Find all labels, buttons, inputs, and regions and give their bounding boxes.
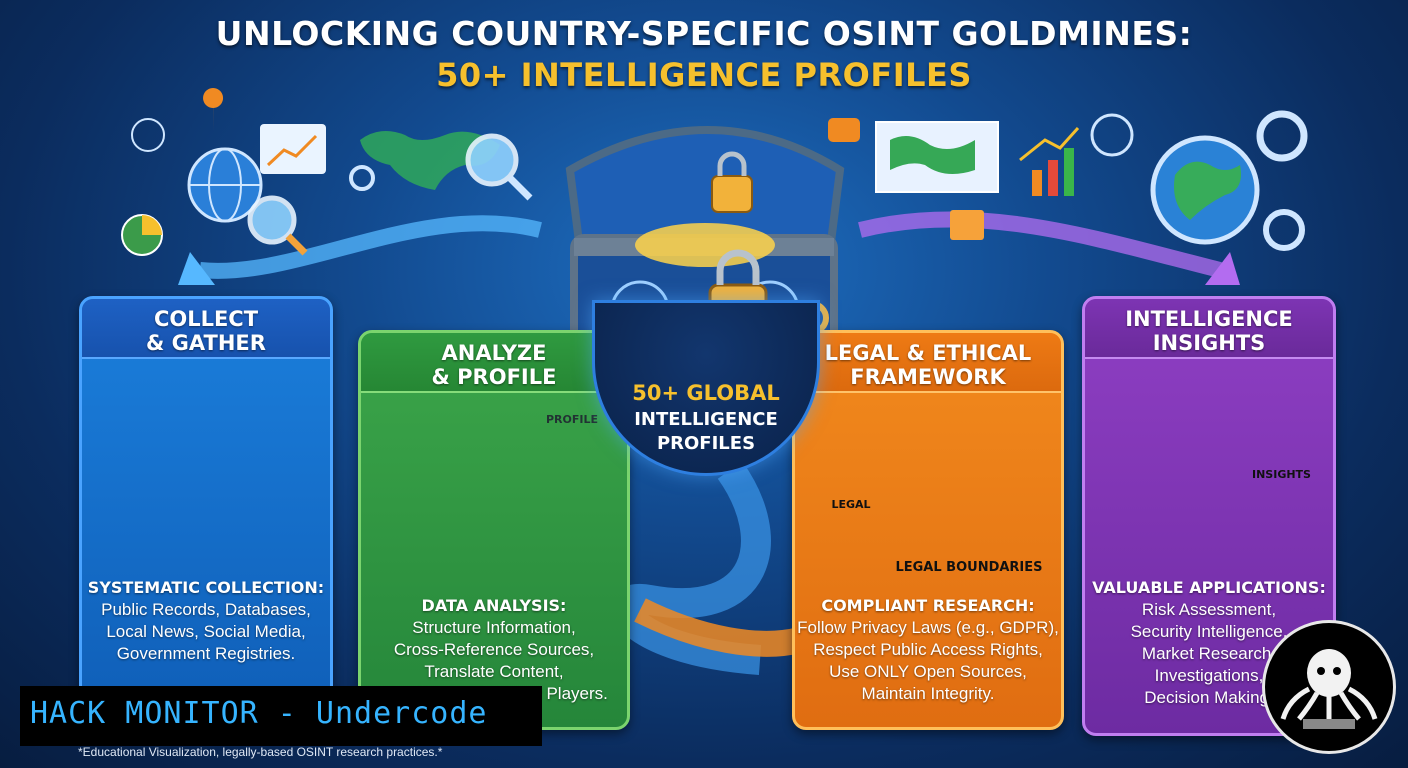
padlock-icon [711, 151, 753, 213]
panel-title-line1: ANALYZE [441, 341, 547, 365]
panel-title: INTELLIGENCE INSIGHTS [1085, 299, 1333, 355]
center-badge-line3: PROFILES [656, 433, 756, 454]
panel-lead: SYSTEMATIC COLLECTION: [87, 578, 325, 597]
panel-line: Structure Information, [412, 618, 576, 637]
panel-header: ANALYZE & PROFILE [361, 333, 627, 393]
location-pin-icon [203, 88, 224, 132]
panel-line: Cross-Reference Sources, [393, 640, 595, 659]
panel-line: Decision Making. [1144, 688, 1274, 707]
panel-line: Risk Assessment, [1141, 600, 1277, 619]
watermark-text: HACK MONITOR - Undercode [30, 696, 488, 731]
magnifier-icon-center [465, 133, 519, 187]
document-icon [950, 210, 984, 240]
panel-lead: DATA ANALYSIS: [421, 596, 567, 615]
world-map-icon [360, 131, 500, 190]
panel-title: ANALYZE & PROFILE [361, 333, 627, 389]
panel-title-line1: COLLECT [153, 307, 259, 331]
panel-line: Respect Public Access Rights, [813, 640, 1043, 659]
center-badge-line2: INTELLIGENCE [634, 409, 778, 430]
watermark-banner: HACK MONITOR - Undercode [20, 686, 542, 746]
panel-line: Maintain Integrity. [861, 684, 995, 703]
insights-doc-label: INSIGHTS [1252, 468, 1311, 481]
panel-title-line1: INTELLIGENCE [1125, 307, 1293, 331]
chart-window-icon [260, 124, 326, 174]
panel-line: Local News, Social Media, [106, 622, 306, 641]
arrow-head-right [1205, 252, 1240, 285]
gear-icon-2 [1263, 209, 1305, 251]
legal-boundaries-label: LEGAL BOUNDARIES [895, 560, 1043, 575]
flow-arrow-center [610, 461, 771, 675]
panel-title-line2: & PROFILE [431, 365, 557, 389]
gear-icon-left [349, 165, 375, 191]
page-title: UNLOCKING COUNTRY-SPECIFIC OSINT GOLDMIN… [215, 14, 1193, 53]
panel-title-line2: FRAMEWORK [850, 365, 1006, 389]
panel-body: DATA ANALYSIS: Structure Information, Cr… [361, 595, 627, 705]
panel-line: Follow Privacy Laws (e.g., GDPR), [797, 618, 1059, 637]
panel-line: Security Intelligence, [1130, 622, 1288, 641]
octopus-logo [1262, 620, 1396, 754]
flow-arrow-left [199, 215, 542, 279]
panel-title-line1: LEGAL & ETHICAL [824, 341, 1032, 365]
panel-line: Government Registries. [116, 644, 296, 663]
panel-header: COLLECT & GATHER [82, 299, 330, 359]
globe-icon-small [131, 118, 165, 152]
panel-title-line2: INSIGHTS [1152, 331, 1266, 355]
panel-body: COMPLIANT RESEARCH: Follow Privacy Laws … [795, 595, 1061, 705]
octopus-icon [1280, 649, 1378, 729]
panel-line: Market Research, [1141, 644, 1277, 663]
panel-line: Public Records, Databases, [101, 600, 311, 619]
panel-title-line2: & GATHER [146, 331, 266, 355]
bar-chart-icon-1 [1032, 170, 1042, 196]
legal-doc-label: LEGAL [831, 498, 871, 511]
magnifier-icon [247, 195, 297, 245]
panel-title: LEGAL & ETHICAL FRAMEWORK [795, 333, 1061, 389]
panel-line: Use ONLY Open Sources, [829, 662, 1027, 681]
panel-lead: COMPLIANT RESEARCH: [821, 596, 1035, 615]
panel-legal-ethical: LEGAL & ETHICAL FRAMEWORK COMPLIANT RESE… [792, 330, 1064, 730]
panel-collect-gather: COLLECT & GATHER SYSTEMATIC COLLECTION: … [79, 296, 333, 736]
panel-title: COLLECT & GATHER [82, 299, 330, 355]
panel-body: VALUABLE APPLICATIONS: Risk Assessment, … [1085, 577, 1333, 709]
panel-line: Translate Content, [424, 662, 564, 681]
panel-analyze-profile: ANALYZE & PROFILE DATA ANALYSIS: Structu… [358, 330, 630, 730]
globe-icon-right [1090, 113, 1134, 157]
center-badge-line1: 50+ GLOBAL [632, 381, 780, 405]
center-badge: 50+ GLOBAL INTELLIGENCE PROFILES [592, 300, 820, 476]
panel-header: INTELLIGENCE INSIGHTS [1085, 299, 1333, 359]
chat-bubble-icon [828, 118, 860, 142]
profile-card-label: PROFILE [545, 413, 598, 426]
arrow-head-left [178, 252, 215, 285]
flow-arrow-orange [634, 598, 804, 657]
flow-arrow-right [858, 211, 1222, 278]
page-subtitle: 50+ INTELLIGENCE PROFILES [436, 56, 972, 94]
footnote: *Educational Visualization, legally-base… [78, 745, 443, 759]
panel-line: Investigations, [1154, 666, 1264, 685]
panel-body: SYSTEMATIC COLLECTION: Public Records, D… [82, 577, 330, 665]
panel-lead: VALUABLE APPLICATIONS: [1092, 578, 1326, 597]
gear-icon-1 [1256, 110, 1308, 162]
panel-header: LEGAL & ETHICAL FRAMEWORK [795, 333, 1061, 393]
